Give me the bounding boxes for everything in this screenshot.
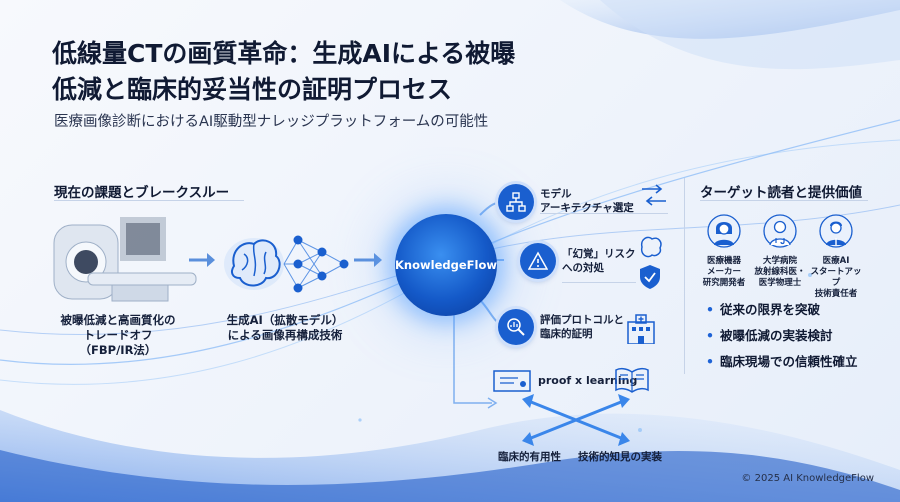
evaluation-node bbox=[498, 309, 534, 345]
hub-label: KnowledgeFlow bbox=[395, 258, 497, 272]
cross-arrows-icon bbox=[522, 394, 630, 446]
warning-icon bbox=[528, 251, 548, 270]
branch-label-architecture: モデル アーキテクチャ選定 bbox=[540, 188, 634, 214]
engineer-icon bbox=[819, 214, 853, 248]
proof-left-label: 臨床的有用性 bbox=[498, 451, 561, 463]
magnifier-chart-icon bbox=[507, 318, 525, 336]
persona-label: 大学病院 放射線科医・ 医学物理士 bbox=[754, 256, 806, 288]
certificate-icon bbox=[493, 370, 531, 392]
open-book-icon bbox=[615, 367, 649, 393]
proof-label: proof x learning bbox=[538, 374, 638, 387]
transfer-arrows-icon bbox=[642, 184, 666, 206]
right-section-divider bbox=[700, 200, 868, 201]
hospital-icon bbox=[627, 314, 655, 344]
right-section-heading: ターゲット読者と提供価値 bbox=[700, 185, 862, 201]
value-bullet: 被曝低減の実装検討 bbox=[706, 325, 858, 344]
copyright: © 2025 AI KnowledgeFlow bbox=[741, 473, 874, 484]
persona-label: 医療AI スタートアップ 技術責任者 bbox=[810, 256, 862, 299]
page-title: 低線量CTの画質革命：生成AIによる被曝低減と臨床的妥当性の証明プロセス bbox=[52, 39, 516, 104]
branch-label-evaluation: 評価プロトコルと 臨床的証明 bbox=[540, 314, 624, 340]
left-section-divider bbox=[54, 200, 244, 201]
branch-divider bbox=[562, 282, 636, 283]
value-bullet: 臨床現場での信頼性確立 bbox=[706, 351, 858, 370]
value-bullet: 従来の限界を突破 bbox=[706, 299, 858, 318]
persona-startup: 医療AI スタートアップ 技術責任者 bbox=[810, 214, 862, 300]
persona-radiologist: 大学病院 放射線科医・ 医学物理士 bbox=[754, 214, 806, 289]
ai-caption: 生成AI（拡散モデル） による画像再構成技術 bbox=[226, 313, 344, 342]
warning-node bbox=[520, 243, 556, 279]
ct-scanner-icon bbox=[53, 217, 197, 302]
vertical-divider bbox=[684, 178, 685, 374]
hierarchy-icon bbox=[506, 192, 526, 212]
arrow-right-icon bbox=[354, 253, 382, 267]
arrow-right-icon bbox=[189, 253, 215, 267]
female-researcher-icon bbox=[707, 214, 741, 248]
persona-manufacturer: 医療機器 メーカー 研究開発者 bbox=[698, 214, 750, 289]
left-section-heading: 現在の課題とブレークスルー bbox=[54, 185, 230, 201]
proof-right-label: 技術的知見の実装 bbox=[578, 451, 662, 463]
hierarchy-node bbox=[498, 184, 534, 220]
brain-shield-icon bbox=[640, 236, 662, 289]
branch-divider bbox=[540, 213, 668, 214]
ai-brain-network-icon bbox=[224, 235, 349, 293]
value-bullets: 従来の限界を突破 被曝低減の実装検討 臨床現場での信頼性確立 bbox=[706, 299, 858, 377]
page-subtitle: 医療画像診断におけるAI駆動型ナレッジプラットフォームの可能性 bbox=[54, 114, 489, 130]
branch-label-hallucination: 「幻覚」リスク への対処 bbox=[562, 248, 636, 274]
knowledgeflow-hub: KnowledgeFlow bbox=[395, 214, 497, 316]
persona-label: 医療機器 メーカー 研究開発者 bbox=[702, 256, 746, 288]
ct-caption: 被曝低減と高画質化の トレードオフ （FBP/IR法） bbox=[60, 313, 176, 357]
doctor-icon bbox=[763, 214, 797, 248]
